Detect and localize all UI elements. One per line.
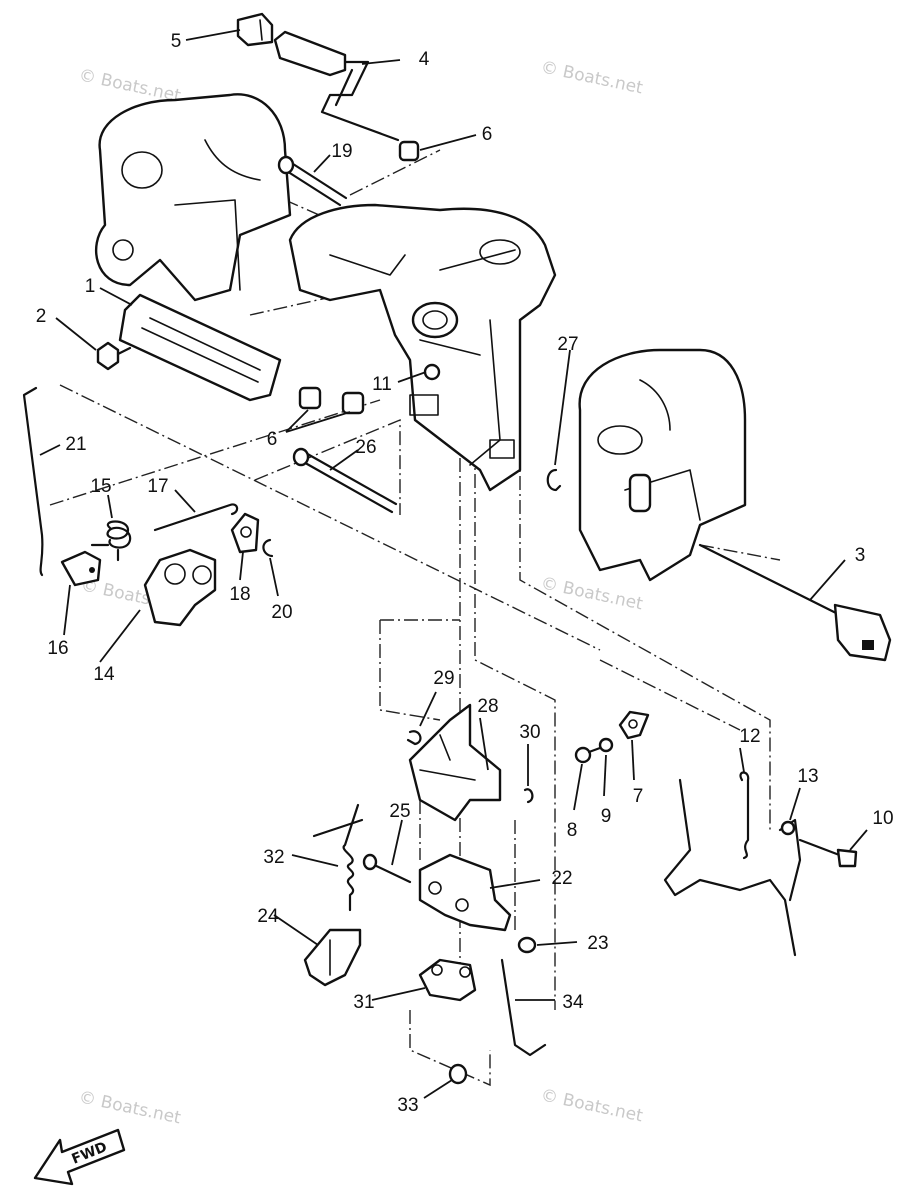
callout-13: 13 (797, 766, 818, 787)
callout-14: 14 (93, 664, 115, 685)
part-22-bracket (418, 853, 512, 932)
callout-15: 15 (90, 476, 111, 497)
callout-26: 26 (355, 437, 376, 458)
callout-12: 12 (739, 726, 760, 747)
watermark: © Boats.net (539, 57, 645, 98)
watermark: © Boats.net (77, 1087, 183, 1128)
part-28-bracket (408, 703, 502, 822)
callout-25: 25 (389, 801, 410, 822)
leader-lines (39, 29, 868, 1099)
callout-33: 33 (397, 1095, 418, 1116)
callout-30: 30 (519, 722, 540, 743)
callout-3: 3 (855, 545, 866, 566)
part-23-washer (517, 936, 537, 954)
part-16-knob (60, 550, 102, 587)
fwd-arrow-icon: FWD (33, 1128, 126, 1186)
part-25-pin (312, 818, 412, 884)
part-13-lever (663, 778, 802, 957)
part-26-shaft (292, 447, 398, 514)
part-11-washer (423, 363, 441, 381)
callout-6: 6 (482, 124, 493, 145)
callout-22: 22 (551, 868, 572, 889)
callout-21: 21 (65, 434, 86, 455)
part-27-clip (546, 468, 562, 492)
part-4-tilt-lever (273, 30, 400, 142)
part-14-bracket (143, 548, 217, 627)
callout-23: 23 (587, 933, 608, 954)
part-17-spring (153, 503, 239, 532)
callout-8: 8 (567, 820, 578, 841)
part-24-lever (303, 928, 362, 987)
part-9-washer (598, 737, 614, 753)
part-29-clip (406, 730, 422, 746)
part-30-piece (523, 788, 534, 804)
callout-20: 20 (271, 602, 292, 623)
watermark: © Boats.net (539, 573, 645, 614)
part-33-nut (448, 1063, 468, 1085)
part-31-bracket (418, 958, 477, 1002)
part-5-grip (236, 12, 274, 47)
callout-11: 11 (372, 374, 392, 395)
part-12-spring (739, 771, 750, 860)
callout-10: 10 (872, 808, 893, 829)
swivel-bracket (288, 203, 557, 492)
callout-4: 4 (419, 49, 430, 70)
callout-18: 18 (229, 584, 250, 605)
callout-31: 31 (353, 992, 374, 1013)
callout-1: 1 (85, 276, 96, 297)
callout-27: 27 (557, 334, 578, 355)
callout-24: 24 (257, 906, 279, 927)
part-10-bolt (798, 838, 858, 868)
part-6-bushing (298, 140, 420, 415)
callout-28: 28 (477, 696, 498, 717)
part-21-wire (22, 386, 44, 577)
callout-6b: 6 (267, 429, 278, 450)
part-2-bolt (96, 341, 132, 371)
callouts: 5 4 6 19 1 2 27 11 21 6 26 15 17 3 18 20… (36, 31, 894, 1116)
callout-7: 7 (633, 786, 644, 807)
callout-19: 19 (331, 141, 352, 162)
part-8-bolt (574, 746, 602, 764)
part-15-spring (90, 520, 132, 562)
watermark: © Boats.net (539, 1085, 645, 1126)
callout-34: 34 (562, 992, 584, 1013)
part-1-plate (118, 293, 282, 402)
callout-32: 32 (263, 847, 284, 868)
clamp-bracket-right (578, 348, 747, 582)
callout-17: 17 (147, 476, 168, 497)
callout-5: 5 (171, 31, 182, 52)
callout-16: 16 (47, 638, 68, 659)
part-34-rod (500, 958, 547, 1057)
part-3-rod (698, 543, 892, 662)
callout-9: 9 (601, 806, 612, 827)
callout-2: 2 (36, 306, 47, 327)
callout-29: 29 (433, 668, 454, 689)
part-18-lever (230, 512, 260, 554)
part-7-lever (618, 710, 650, 740)
clamp-bracket-left (94, 93, 292, 302)
part-20-clip (262, 538, 274, 558)
part-32-spring (342, 803, 360, 912)
part-19-shaft (277, 155, 348, 207)
